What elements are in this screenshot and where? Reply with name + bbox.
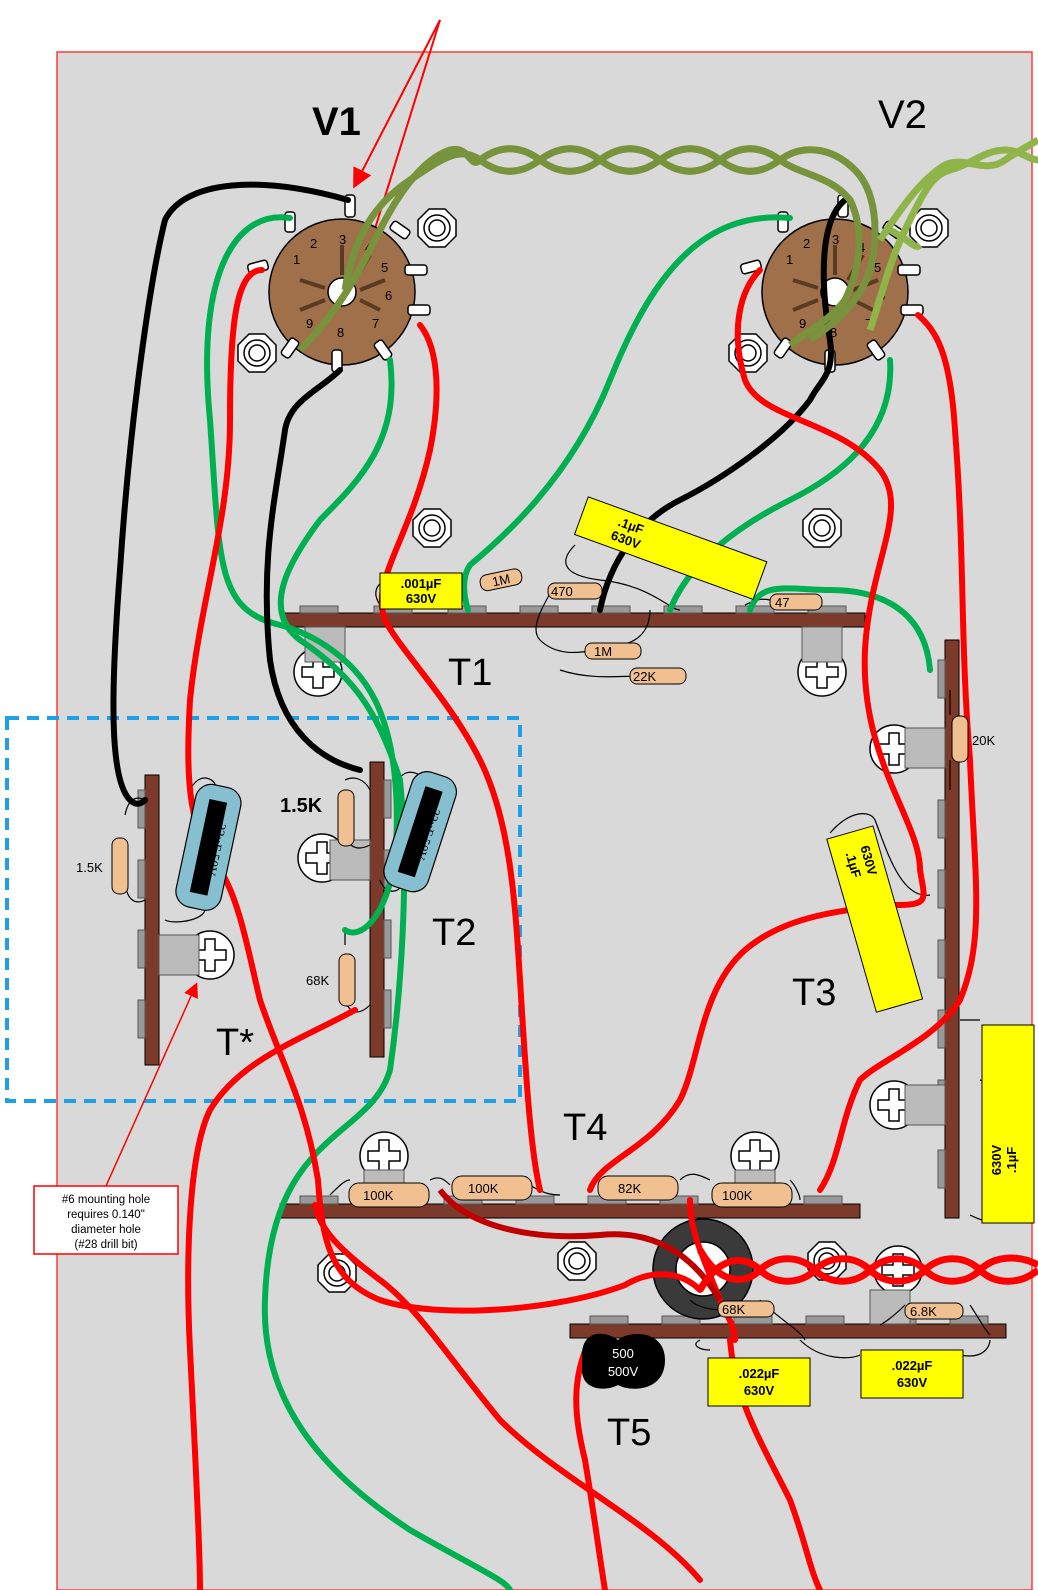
label-t5: T5 — [607, 1412, 651, 1454]
resistor-value: 68K — [722, 1302, 745, 1317]
cap-022uf-a: .022µF 630V — [707, 1357, 811, 1407]
pin-label: 2 — [803, 236, 810, 251]
pointer-arrow-1 — [353, 19, 441, 189]
tag-strip-tstar — [137, 774, 200, 1066]
resistor-15k-left: 1.5K — [76, 837, 129, 895]
screw-icon — [873, 1245, 923, 1295]
resistor-value: 1M — [491, 571, 512, 589]
cap-value: .022µF — [892, 1358, 933, 1373]
pin-label: 2 — [310, 236, 317, 251]
resistor-value: 47 — [775, 595, 789, 610]
resistor-47: 47 — [769, 593, 823, 611]
label-t2: T2 — [432, 912, 476, 954]
pin-label: 9 — [799, 316, 806, 331]
electrolytic-cap-2: 22µF 50V — [383, 771, 458, 893]
dashed-region — [5, 716, 522, 1103]
mount-nut — [802, 508, 842, 548]
resistor-value: 100K — [468, 1181, 499, 1196]
pin-label: 1 — [293, 252, 300, 267]
disc-cap-500: 500 500V — [582, 1333, 665, 1389]
mount-nut — [728, 333, 768, 373]
resistor-value: 1.5K — [280, 795, 323, 817]
note-line: diameter hole — [71, 1224, 141, 1236]
resistor-100k-a: 100K — [348, 1182, 430, 1208]
resistor-value: 100K — [722, 1188, 753, 1203]
resistor-value: 68K — [306, 973, 329, 988]
pin-label: 3 — [339, 232, 346, 247]
electrolytic-cap-1: 22µF 50V — [175, 783, 242, 911]
cap-value: .1µF — [1004, 1147, 1019, 1173]
pin-label: 5 — [874, 260, 881, 275]
pin-label: 9 — [306, 316, 313, 331]
cap-value: .1µF — [843, 850, 865, 879]
cap-voltage: 630V — [744, 1383, 775, 1398]
resistor-value: 20K — [972, 733, 995, 748]
resistor-68k-t5: 68K — [717, 1300, 775, 1318]
cap-1uf-right: .1µF 630V — [981, 1024, 1035, 1224]
cap-voltage: 500V — [608, 1364, 639, 1379]
label-tstar: T* — [216, 1022, 254, 1064]
resistor-value: 22K — [633, 669, 656, 684]
pin-label: 6 — [385, 288, 392, 303]
cap-value: .022µF — [739, 1366, 780, 1381]
cap-voltage: 630V — [406, 591, 437, 606]
label-t1: T1 — [448, 652, 492, 694]
resistor-470: 470 — [547, 582, 603, 600]
resistor-value: 6.8K — [910, 1304, 937, 1319]
mount-nut — [557, 1241, 597, 1281]
resistor-1m-bot: 1M — [584, 642, 642, 660]
cap-voltage: 630V — [989, 1144, 1004, 1175]
pin-label: 3 — [832, 232, 839, 247]
note-arrow — [105, 982, 198, 1187]
label-v1: V1 — [312, 100, 361, 144]
resistor-22k: 22K — [629, 667, 687, 685]
cap-value: .001µF — [401, 576, 442, 591]
note-line: requires 0.140" — [67, 1209, 145, 1221]
label-t3: T3 — [792, 972, 836, 1014]
mount-nut — [412, 508, 452, 548]
resistor-82k: 82K — [597, 1175, 679, 1201]
note-line: #6 mounting hole — [62, 1194, 150, 1206]
resistor-value: 1M — [594, 644, 612, 659]
tag-strip-t3 — [904, 639, 960, 1219]
mount-nut — [417, 208, 457, 248]
resistor-100k-c: 100K — [711, 1182, 793, 1208]
resistor-15k-t2: 1.5K — [280, 789, 355, 847]
resistor-68k-t5b: 6.8K — [904, 1302, 964, 1320]
pin-label: 8 — [830, 325, 837, 340]
pin-label: 8 — [337, 325, 344, 340]
cap-voltage: 630V — [897, 1375, 928, 1390]
mounting-hole-note: #6 mounting hole requires 0.140" diamete… — [33, 1185, 179, 1255]
cap-value: 500 — [612, 1346, 634, 1361]
pin-label: 7 — [372, 316, 379, 331]
resistor-value: 82K — [618, 1181, 641, 1196]
note-line: (#28 drill bit) — [74, 1239, 137, 1251]
resistor-68k-t2: 68K — [306, 953, 356, 1007]
cap-1uf-t1: .1µF 630V — [573, 496, 768, 601]
label-t4: T4 — [563, 1107, 607, 1149]
cap-001uf: .001µF 630V — [379, 572, 463, 610]
resistor-value: 1.5K — [76, 860, 103, 875]
cap-022uf-b: .022µF 630V — [860, 1349, 964, 1399]
resistor-value: 470 — [551, 584, 573, 599]
pin-label: 1 — [786, 252, 793, 267]
pin-label: 5 — [381, 260, 388, 275]
resistor-100k-b: 100K — [451, 1175, 533, 1201]
resistor-value: 100K — [363, 1188, 394, 1203]
mount-nut — [237, 333, 277, 373]
cap-1uf-t3: .1µF 630V — [826, 825, 924, 1013]
resistor-20k: 20K — [951, 715, 995, 763]
label-v2: V2 — [878, 93, 927, 137]
resistor-1m-top: 1M — [479, 568, 523, 592]
